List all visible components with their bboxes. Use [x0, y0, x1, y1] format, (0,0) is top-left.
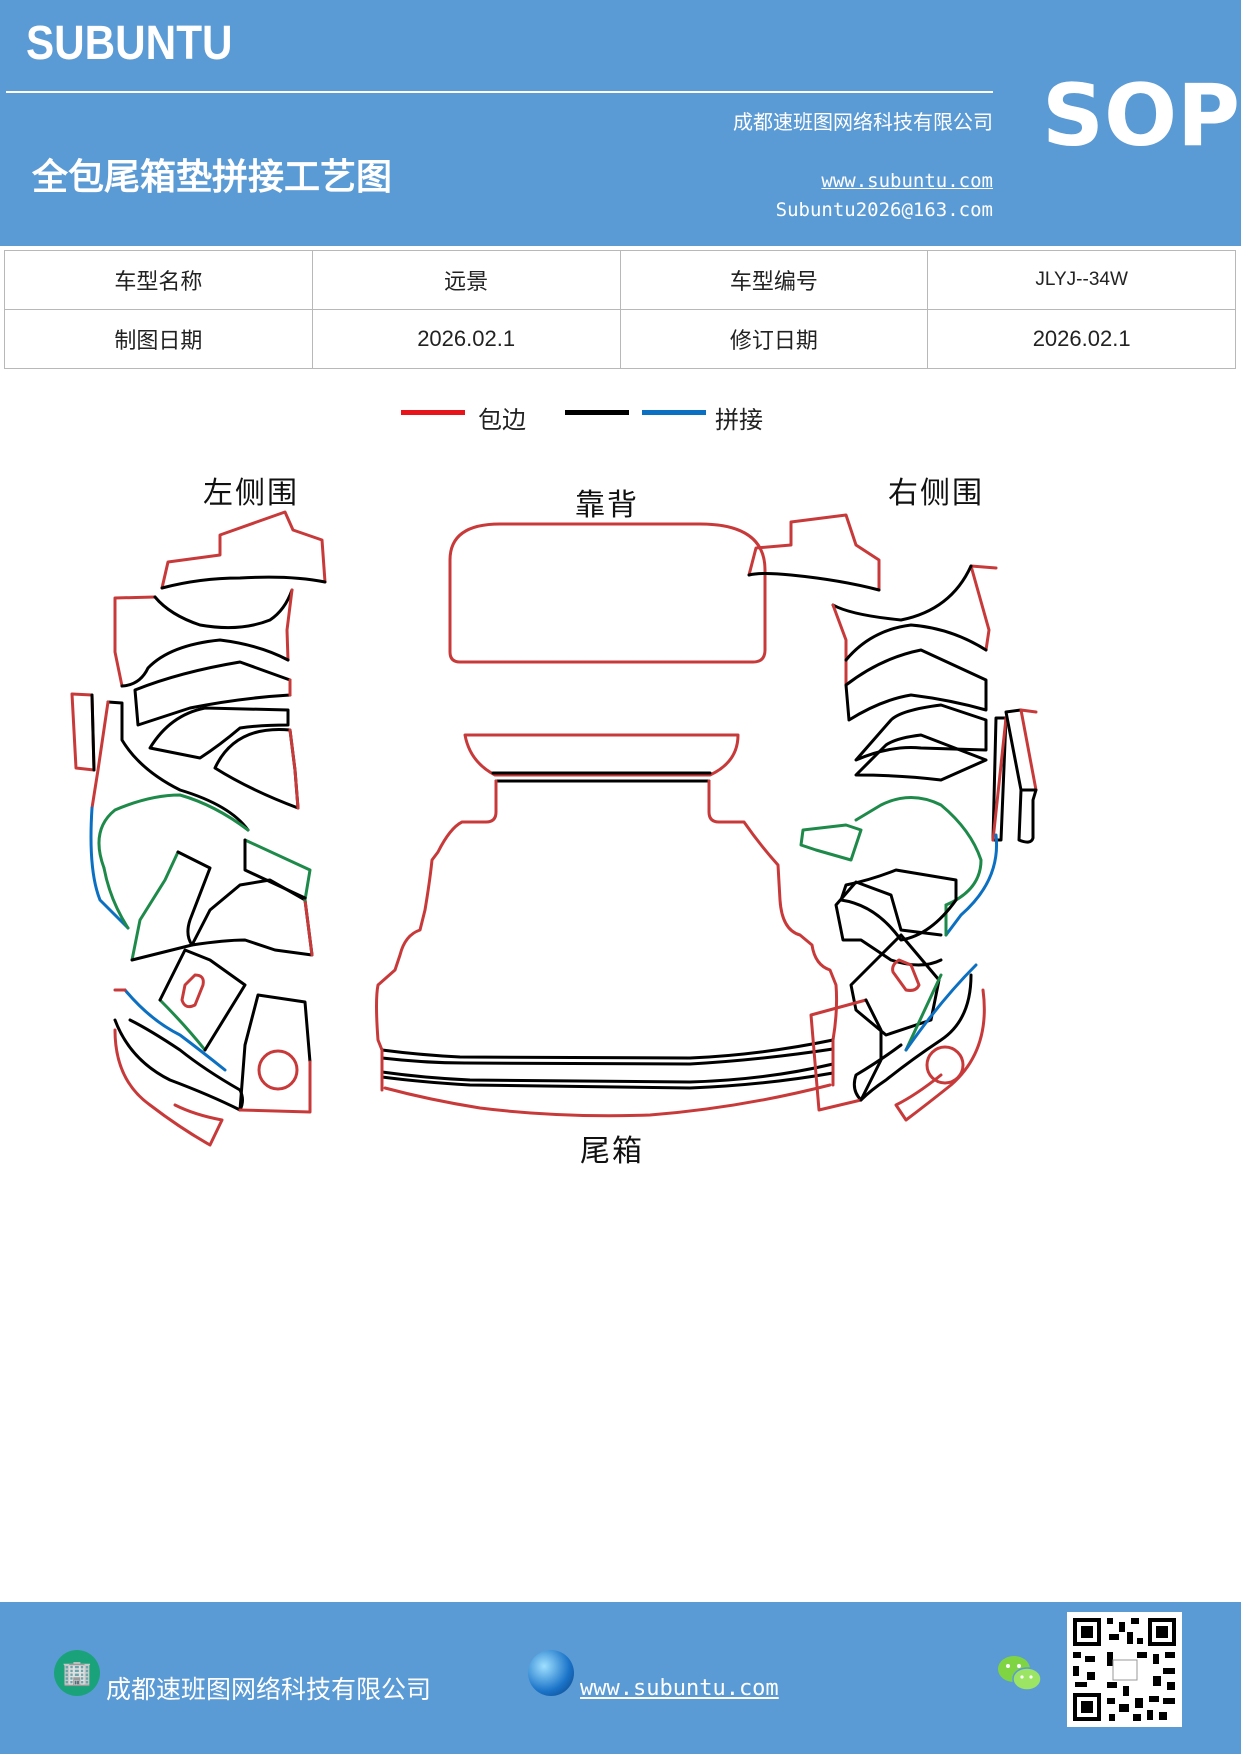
right-blue-1	[944, 833, 999, 937]
right-panel-11	[849, 933, 941, 1037]
model-code-label: 车型编号	[619, 250, 929, 310]
revision-date-label: 修订日期	[619, 309, 929, 369]
draw-date-label: 制图日期	[4, 309, 313, 369]
label-right-side: 右侧围	[888, 476, 984, 511]
legend-splice-label: 拼接	[715, 406, 763, 434]
label-backrest: 靠背	[575, 488, 639, 523]
globe-icon	[528, 1650, 574, 1696]
left-panel-2	[113, 595, 157, 688]
left-panel-14	[238, 993, 312, 1112]
trunk-seam-2	[380, 1062, 835, 1084]
trunk-bottom-strip	[383, 1083, 832, 1118]
right-panel-1	[747, 513, 881, 592]
left-green-1	[97, 793, 250, 870]
right-panel-4	[854, 703, 988, 762]
left-panel-13	[113, 1028, 224, 1147]
legend-splice-swatch	[642, 410, 706, 415]
footer-company: 成都速班图网络科技有限公司	[106, 1675, 432, 1704]
brand-logo: SUBUNTU	[26, 17, 233, 70]
left-hole	[257, 1049, 299, 1091]
trunk-seam-top	[491, 771, 712, 783]
left-slot	[180, 973, 205, 1009]
label-trunk: 尾箱	[580, 1134, 644, 1169]
sop-badge: SOP	[1042, 66, 1241, 166]
info-table: 车型名称 远景 车型编号 JLYJ--34W 制图日期 2026.02.1 修订…	[4, 250, 1236, 369]
qr-code[interactable]	[1067, 1612, 1182, 1727]
model-code-value: JLYJ--34W	[927, 250, 1236, 310]
legend-edge-label: 包边	[478, 406, 526, 434]
left-blue-2	[123, 988, 227, 1072]
right-panel-5	[854, 733, 988, 782]
right-hole	[925, 1045, 965, 1085]
right-panel-2	[969, 564, 998, 652]
trunk-top-strip	[463, 733, 740, 777]
left-panel-10	[243, 838, 312, 902]
email-address: Subuntu2026@163.com	[775, 199, 993, 221]
model-name-value: 远景	[311, 250, 621, 310]
legend-black-swatch	[565, 410, 629, 415]
right-panel-14	[809, 998, 868, 1112]
right-panel-9	[834, 880, 943, 967]
right-panel-10	[799, 823, 863, 862]
left-panel-3	[133, 660, 292, 727]
company-name: 成都速班图网络科技有限公司	[733, 110, 993, 134]
left-panel-4	[148, 706, 290, 760]
left-blue-1	[89, 806, 130, 930]
trunk-seam-1	[380, 1038, 835, 1060]
page-title: 全包尾箱垫拼接工艺图	[32, 157, 393, 198]
footer-website-link[interactable]: www.subuntu.com	[580, 1676, 779, 1701]
left-panel-12	[113, 1018, 244, 1112]
backrest-panel	[448, 522, 767, 664]
right-blue-2	[904, 963, 978, 1052]
header-banner: SUBUNTU 成都速班图网络科技有限公司 全包尾箱垫拼接工艺图 www.sub…	[0, 0, 1241, 246]
table-row: 车型名称 远景 车型编号 JLYJ--34W	[4, 250, 1236, 310]
website-link[interactable]: www.subuntu.com	[821, 170, 993, 192]
left-panel-5	[213, 727, 300, 810]
right-panel-12	[852, 973, 973, 1102]
right-panel-7	[1004, 708, 1023, 792]
right-panel-3	[844, 648, 988, 722]
header-divider	[6, 91, 993, 93]
table-row: 制图日期 2026.02.1 修订日期 2026.02.1	[4, 309, 1236, 369]
right-slot	[891, 958, 921, 992]
left-panel-8	[130, 850, 180, 962]
draw-date-value: 2026.02.1	[311, 309, 621, 369]
legend: 包边 拼接	[0, 400, 1241, 440]
left-panel-1	[160, 510, 327, 590]
label-left-side: 左侧围	[203, 476, 299, 511]
left-panel-6	[70, 692, 96, 772]
left-panel-11	[158, 998, 207, 1052]
left-panel-7	[106, 700, 250, 832]
legend-edge-swatch	[401, 410, 465, 415]
right-panel-8	[839, 868, 958, 942]
model-name-label: 车型名称	[4, 250, 313, 310]
revision-date-value: 2026.02.1	[927, 309, 1236, 369]
building-icon: 🏢	[54, 1650, 100, 1696]
trunk-floor	[375, 779, 498, 1052]
wechat-icon	[998, 1656, 1042, 1691]
right-green-1	[854, 796, 983, 907]
right-panel-13	[894, 988, 986, 1122]
